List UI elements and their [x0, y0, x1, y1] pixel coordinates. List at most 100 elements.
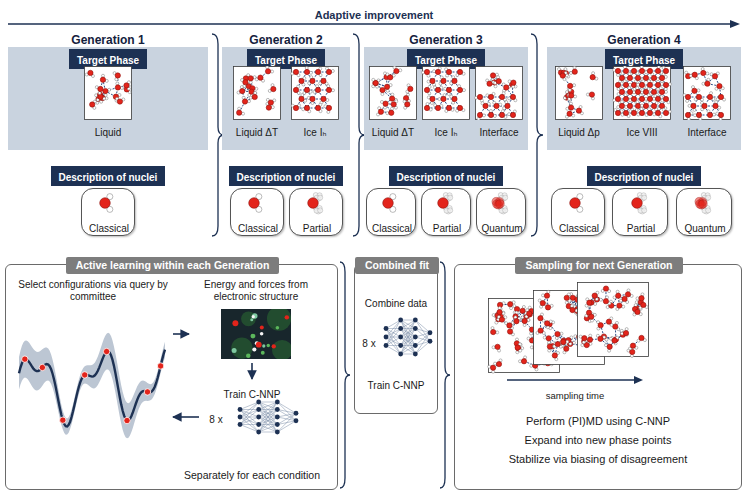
water-molecule — [560, 71, 567, 80]
text-slot: Target Phase — [77, 50, 139, 68]
phase-picture — [368, 66, 418, 120]
nuclei-pill: Quantum — [476, 188, 526, 236]
text-slot: Quantum — [477, 218, 527, 236]
oxygen-atom — [457, 105, 462, 110]
node-text: Active learning within each Generation — [66, 257, 280, 274]
network-neuron — [413, 326, 418, 331]
oxygen-atom — [457, 69, 462, 74]
network-neuron — [398, 352, 403, 357]
text-slot: Classical — [367, 218, 417, 236]
network-neuron — [256, 400, 261, 405]
water-molecule — [683, 94, 691, 103]
water-molecule — [237, 107, 245, 115]
water-molecule — [661, 96, 670, 103]
network-weight — [240, 424, 259, 425]
water-molecule — [445, 68, 452, 77]
node-text: Classical — [372, 223, 412, 235]
water-molecule — [508, 94, 517, 101]
selected-point — [82, 372, 88, 378]
water-molecule — [433, 67, 442, 75]
water-molecule — [700, 101, 707, 110]
oxygen-atom — [457, 87, 462, 92]
hydrogen-bonds — [427, 72, 460, 108]
water-molecule — [627, 87, 635, 95]
water-molecule — [685, 112, 693, 120]
oxygen-atom — [266, 105, 271, 110]
nuclei-pill: Quantum — [676, 188, 732, 236]
oxygen-atom — [627, 75, 632, 80]
phase-snapshot: Liquid ΔT — [230, 66, 284, 136]
oxygen-atom — [394, 68, 399, 73]
oxygen-atom — [663, 96, 668, 101]
water-molecule — [384, 84, 392, 93]
node-text: Interface — [688, 127, 727, 139]
oxygen-atom — [707, 94, 712, 99]
node-text: Description of nuclei — [59, 171, 158, 184]
text-slot: Classical — [231, 218, 285, 236]
oxygen-atom — [513, 314, 518, 319]
header-tab: Description of nuclei — [229, 166, 344, 186]
water-molecule — [372, 78, 379, 87]
water-molecule — [561, 71, 570, 78]
node-text: Target Phase — [415, 54, 477, 67]
oxygen-atom — [507, 329, 512, 334]
phase-picture — [230, 66, 284, 120]
oxygen-atom — [373, 80, 378, 85]
network-neuron — [256, 422, 261, 427]
oxygen-atom — [265, 69, 270, 74]
oxygen-atom — [488, 94, 493, 99]
node-text: Separately for each condition — [184, 469, 320, 482]
water-molecule — [493, 101, 502, 108]
oxygen-atom — [321, 78, 326, 83]
oxygen-atom — [424, 105, 429, 110]
water-molecule — [702, 78, 710, 86]
flow-arrow — [251, 363, 253, 379]
water-molecule — [103, 88, 111, 96]
oxygen-atom — [568, 83, 573, 88]
hydrogen-atom — [271, 106, 274, 109]
node-text: Energy and forces from electronic struct… — [189, 279, 323, 303]
progress-arrow — [8, 23, 731, 24]
node-text: Ice Iₕ — [304, 127, 327, 139]
text-slot: 8 x — [357, 333, 381, 351]
water-molecule — [518, 356, 526, 364]
node-text: Combined fit — [355, 257, 439, 274]
oxygen-atom — [308, 198, 319, 209]
oxygen-atom — [635, 75, 640, 80]
node-text: Generation 4 — [607, 33, 680, 48]
network-neuron — [413, 352, 418, 357]
water-molecule — [386, 73, 395, 80]
header-tab: Description of nuclei — [587, 166, 702, 186]
generation-panel: Target PhaseLiquid ΔpIce VIIIInterfaceGe… — [547, 30, 741, 150]
hydrogen-atom — [706, 72, 709, 75]
text-slot: Generation 1 — [8, 30, 208, 48]
image-frame — [423, 67, 470, 120]
image-frame — [556, 67, 603, 120]
water-molecule — [707, 110, 715, 118]
water-molecule — [457, 85, 465, 93]
water-molecule — [456, 105, 465, 112]
water-molecule — [497, 307, 505, 315]
oxygen-atom — [452, 78, 457, 83]
flow-arrow — [173, 416, 199, 418]
process-step: Train C-NNP8 x — [199, 379, 305, 437]
oxygen-atom — [505, 103, 510, 108]
water-molecule — [663, 82, 671, 90]
hydrogen-atom — [422, 71, 425, 74]
water-molecule — [488, 109, 496, 117]
atom-dot — [272, 344, 276, 348]
oxygen-atom — [663, 110, 668, 115]
text-slot: Liquid Δp — [552, 122, 606, 140]
atom-dot — [276, 326, 280, 330]
oxygen-atom — [373, 80, 378, 85]
water-molecule — [308, 76, 315, 85]
oxygen-atom — [90, 102, 95, 107]
oxygen-atom — [639, 82, 644, 87]
network-weight — [259, 402, 278, 432]
text-slot: Separately for each condition — [171, 465, 333, 483]
network-weight — [240, 425, 259, 433]
water-molecule — [637, 108, 645, 117]
oxygen-atom — [391, 102, 396, 107]
hydrogen-bead — [706, 208, 711, 213]
water-molecule — [716, 112, 724, 120]
